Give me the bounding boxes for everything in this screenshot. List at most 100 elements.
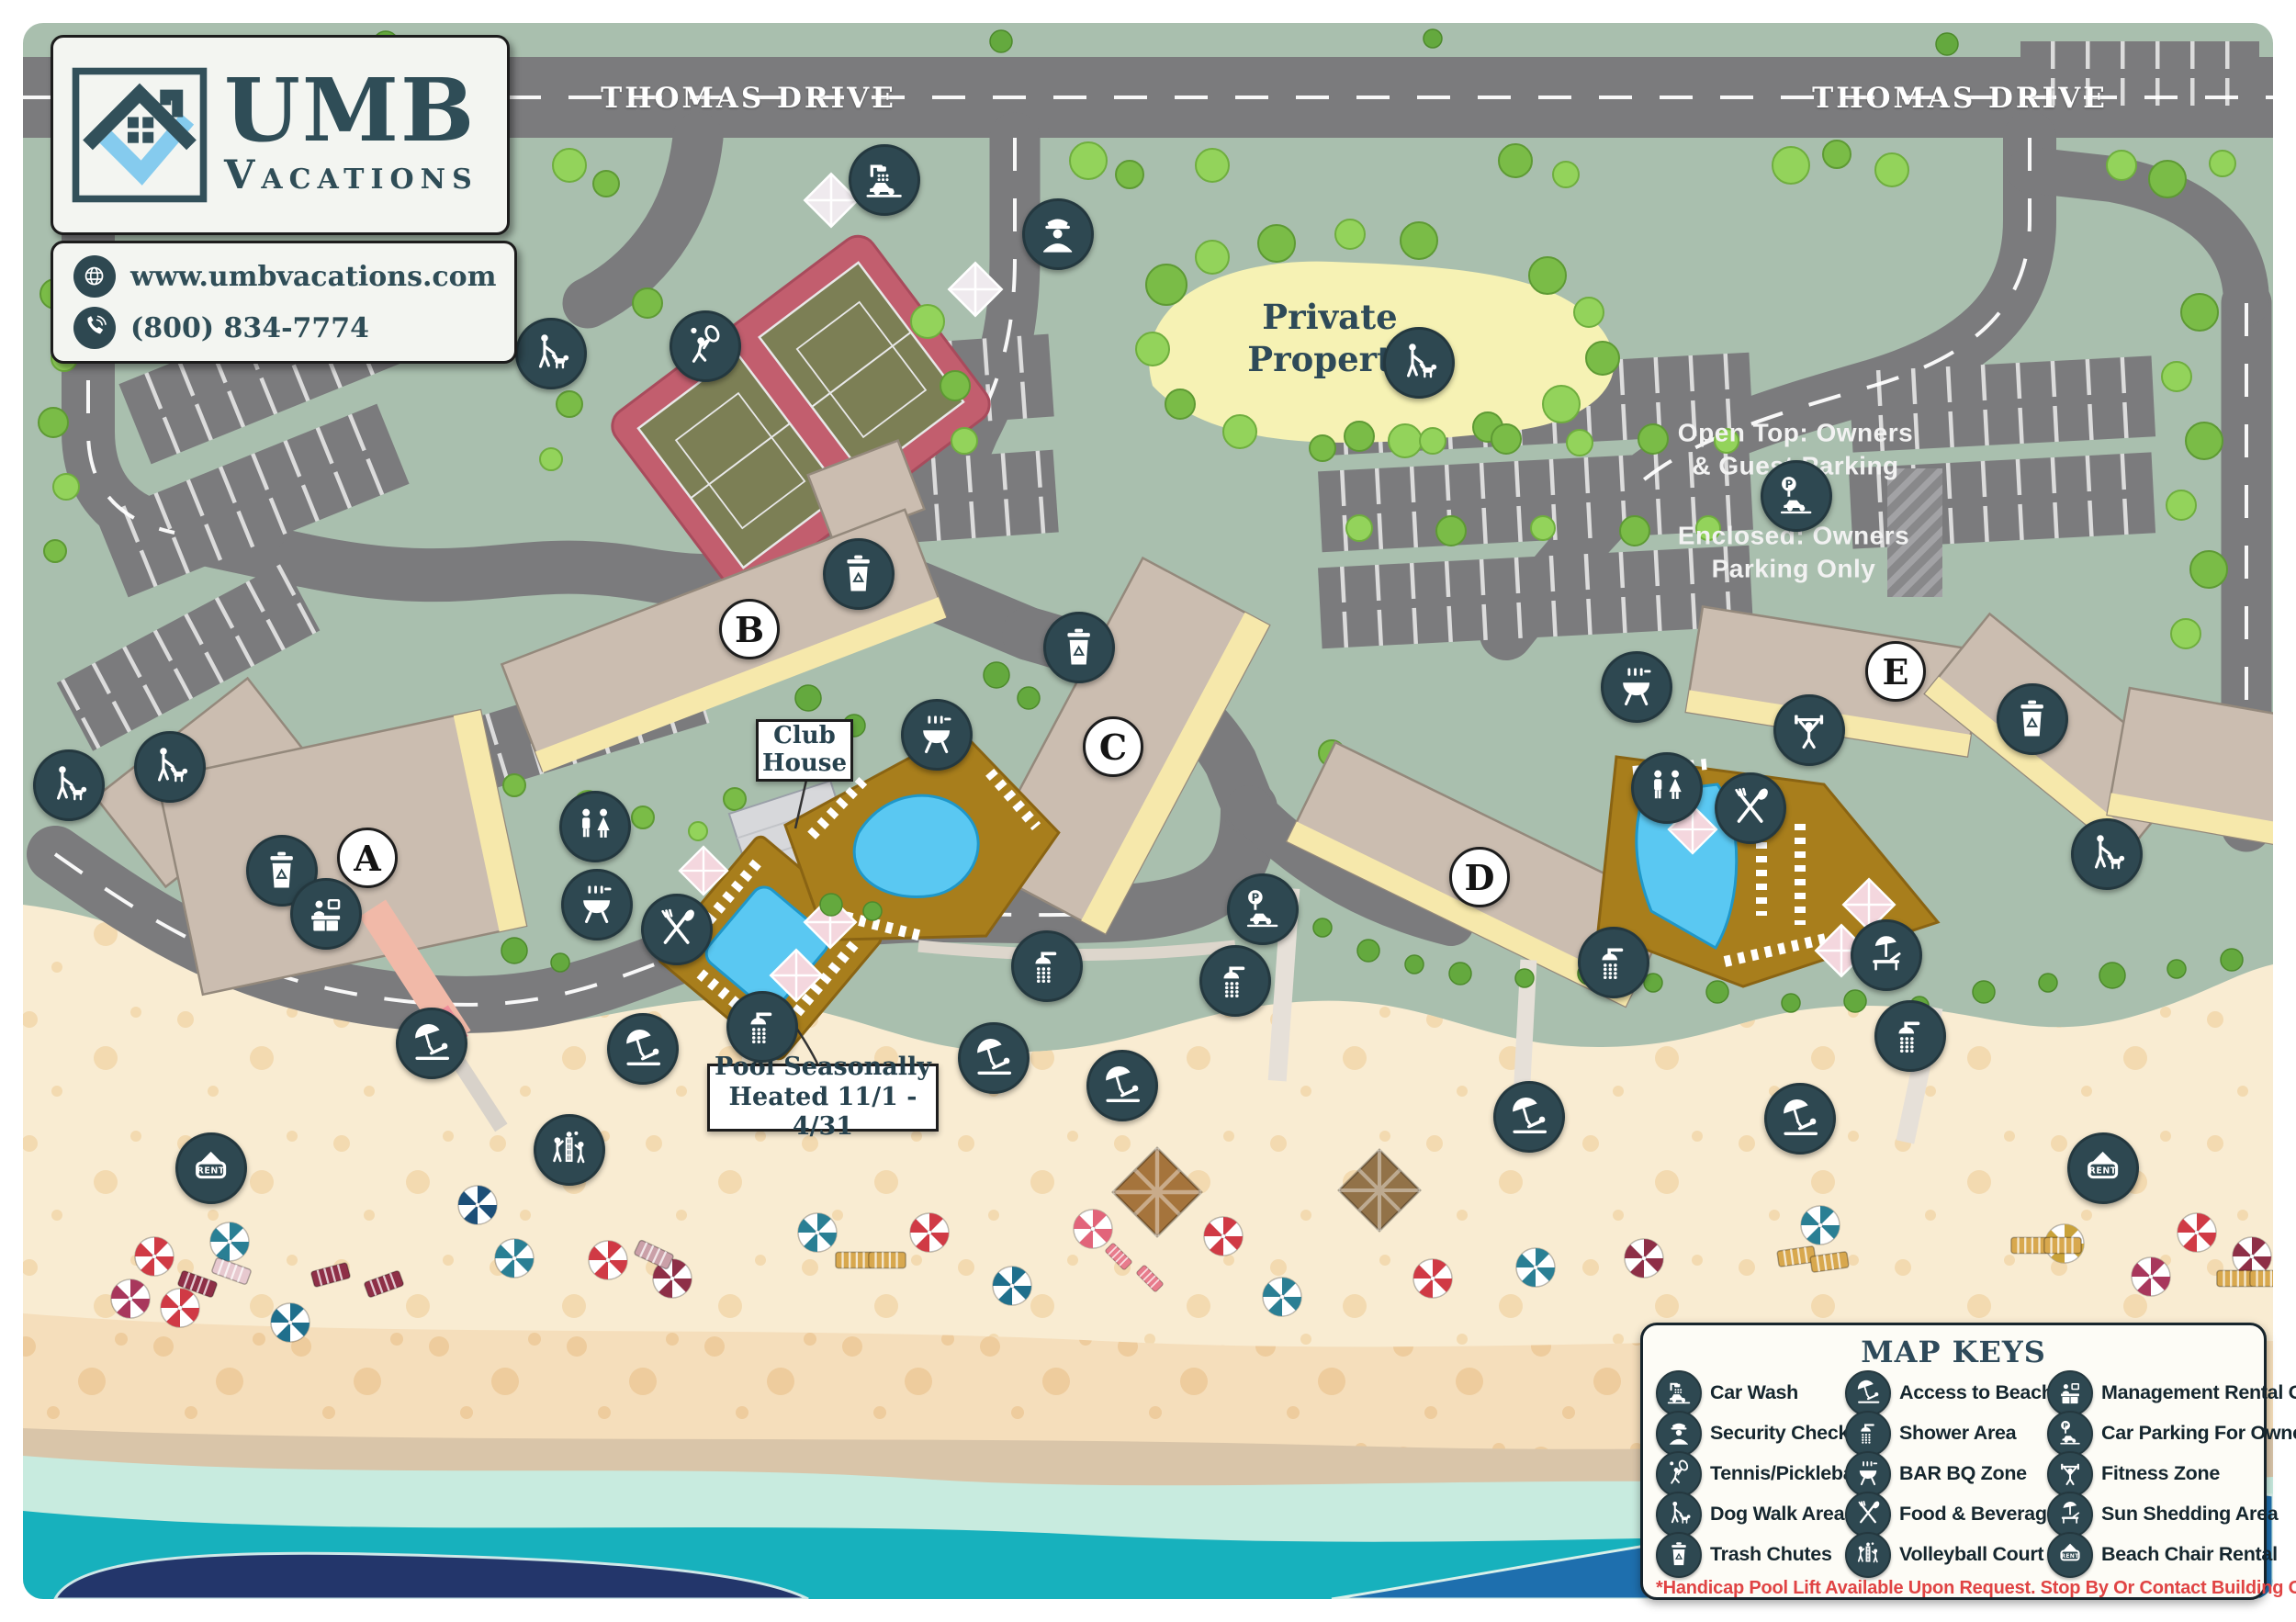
- legend-item: Access to Beach: [1845, 1369, 2054, 1416]
- shower-area-icon: [1199, 945, 1271, 1017]
- dog-walk-icon: [2071, 818, 2143, 890]
- restroom-icon: [1631, 752, 1703, 824]
- sun-shedding-icon: [2047, 1491, 2093, 1538]
- management-rental-office-icon: [290, 878, 362, 950]
- volleyball-court-icon: [534, 1114, 605, 1186]
- legend-item: Management Rental Office: [2047, 1369, 2296, 1416]
- management-rental-office-icon: [2047, 1369, 2093, 1416]
- thomas-drive-label-right: THOMAS DRIVE: [1812, 82, 2108, 115]
- phone-icon: [73, 307, 116, 349]
- barbq-zone-icon: [1845, 1450, 1891, 1497]
- legend-item: Car Wash: [1656, 1369, 1838, 1416]
- private-property-area: [1149, 261, 1615, 443]
- website-row: www.umbvacations.com: [73, 255, 497, 298]
- shower-area-icon: [1578, 927, 1649, 998]
- volleyball-court-icon: [1845, 1531, 1891, 1578]
- security-check-icon: [1022, 198, 1094, 270]
- brand-subname: Vacations: [224, 152, 478, 198]
- dog-walk-icon: [134, 731, 206, 803]
- access-to-beach-icon: [396, 1008, 467, 1079]
- building-east: [2106, 686, 2273, 853]
- legend-item: Beach Chair Rental: [2047, 1531, 2278, 1578]
- access-to-beach-icon: [958, 1022, 1030, 1094]
- security-check-icon: [1656, 1410, 1702, 1457]
- legend-item: Security Check: [1656, 1410, 1849, 1457]
- trash-chute-icon: [1043, 612, 1115, 683]
- restroom-icon: [559, 791, 631, 862]
- building-e-badge: E: [1865, 641, 1926, 702]
- globe-icon: [73, 255, 116, 298]
- car-parking-owners-icon: [1761, 460, 1832, 532]
- shower-area-icon: [1874, 1000, 1946, 1072]
- legend-grid: Car Wash Security Check Tennis/Picklebal…: [1656, 1369, 2296, 1578]
- legend-column-1: Car Wash Security Check Tennis/Picklebal…: [1656, 1369, 1864, 1578]
- beach-chair-rental-icon: [2047, 1531, 2093, 1578]
- car-parking-owners-icon: [2047, 1410, 2093, 1457]
- beach-chair-rental-icon: [175, 1132, 247, 1204]
- barbq-zone-icon: [1601, 651, 1672, 723]
- access-to-beach-icon: [1764, 1083, 1836, 1155]
- legend-item: Car Parking For Owners: [2047, 1410, 2296, 1457]
- dog-walk-icon: [1383, 327, 1455, 399]
- phone-number: (800) 834-7774: [130, 311, 370, 344]
- fitness-zone-icon: [2047, 1450, 2093, 1497]
- building-a-badge: A: [337, 828, 398, 888]
- car-wash-icon: [849, 144, 920, 216]
- legend-item: Shower Area: [1845, 1410, 2040, 1457]
- enclosed-parking-label: Enclosed: Owners Parking Only: [1677, 521, 1910, 583]
- building-b-badge: B: [719, 599, 780, 659]
- pool-heated-note: Pool Seasonally Heated 11/1 - 4/31: [707, 1053, 939, 1141]
- map-keys-legend: MAP KEYS Car Wash Security Check Tennis/…: [1640, 1323, 2296, 1600]
- club-house-label: Club House: [756, 719, 853, 782]
- legend-item: BAR BQ Zone: [1845, 1450, 2040, 1497]
- tennis-pickleball-icon: [670, 310, 741, 382]
- food-beverage-icon: [1715, 772, 1786, 844]
- legend-item: Trash Chutes: [1656, 1531, 1838, 1578]
- legend-item: Food & Beverage: [1845, 1491, 2058, 1538]
- shower-area-icon: [1011, 930, 1083, 1002]
- access-to-beach-icon: [1845, 1369, 1891, 1416]
- open-top-parking-label: Open Top: Owners & Guest Parking: [1677, 418, 1914, 480]
- access-to-beach-icon: [607, 1013, 679, 1085]
- tennis-courts: [611, 234, 991, 596]
- legend-item: Tennis/Pickleball: [1656, 1450, 1864, 1497]
- access-to-beach-icon: [1086, 1050, 1158, 1121]
- pool-clubhouse: [783, 728, 1061, 941]
- dog-walk-icon: [1656, 1491, 1702, 1538]
- fitness-zone-icon: [1773, 694, 1845, 766]
- barbq-zone-icon: [561, 869, 633, 941]
- brand-name: UMB: [224, 60, 477, 163]
- legend-item: Fitness Zone: [2047, 1450, 2266, 1497]
- tennis-pickleball-icon: [1656, 1450, 1702, 1497]
- phone-row: (800) 834-7774: [73, 307, 494, 349]
- car-wash-icon: [1656, 1369, 1702, 1416]
- legend-column-2: Access to Beach Shower Area BAR BQ Zone …: [1845, 1369, 2058, 1578]
- trash-chute-icon: [823, 538, 895, 610]
- shower-area-icon: [726, 991, 798, 1063]
- contact-card: www.umbvacations.com (800) 834-7774: [51, 241, 517, 364]
- legend-title: MAP KEYS: [1861, 1335, 2046, 1369]
- brand-wordmark: UMB Vacations: [224, 60, 478, 198]
- dog-walk-icon: [515, 318, 587, 389]
- legend-footnote: *Handicap Pool Lift Available Upon Reque…: [1656, 1578, 2296, 1598]
- website-url: www.umbvacations.com: [130, 260, 497, 293]
- dog-walk-icon: [33, 749, 105, 821]
- building-d-badge: D: [1449, 847, 1510, 907]
- thomas-drive-label-left: THOMAS DRIVE: [601, 82, 896, 115]
- car-parking-owners-icon: [1227, 873, 1299, 945]
- building-c-badge: C: [1083, 716, 1143, 777]
- legend-item: Dog Walk Areas: [1656, 1491, 1855, 1538]
- food-beverage-icon: [1845, 1491, 1891, 1538]
- brand-logo-card: UMB Vacations: [51, 35, 510, 235]
- barbq-zone-icon: [901, 699, 973, 771]
- access-to-beach-icon: [1493, 1081, 1565, 1153]
- legend-column-3: Management Rental Office Car Parking For…: [2047, 1369, 2296, 1578]
- legend-item: Sun Shedding Area: [2047, 1491, 2279, 1538]
- trash-chute-icon: [1656, 1531, 1702, 1578]
- legend-item: Volleyball Court: [1845, 1531, 2044, 1578]
- shower-area-icon: [1845, 1410, 1891, 1457]
- food-beverage-icon: [641, 894, 713, 965]
- umb-house-logo-icon: [72, 67, 208, 203]
- beach-chair-rental-icon: [2067, 1132, 2139, 1204]
